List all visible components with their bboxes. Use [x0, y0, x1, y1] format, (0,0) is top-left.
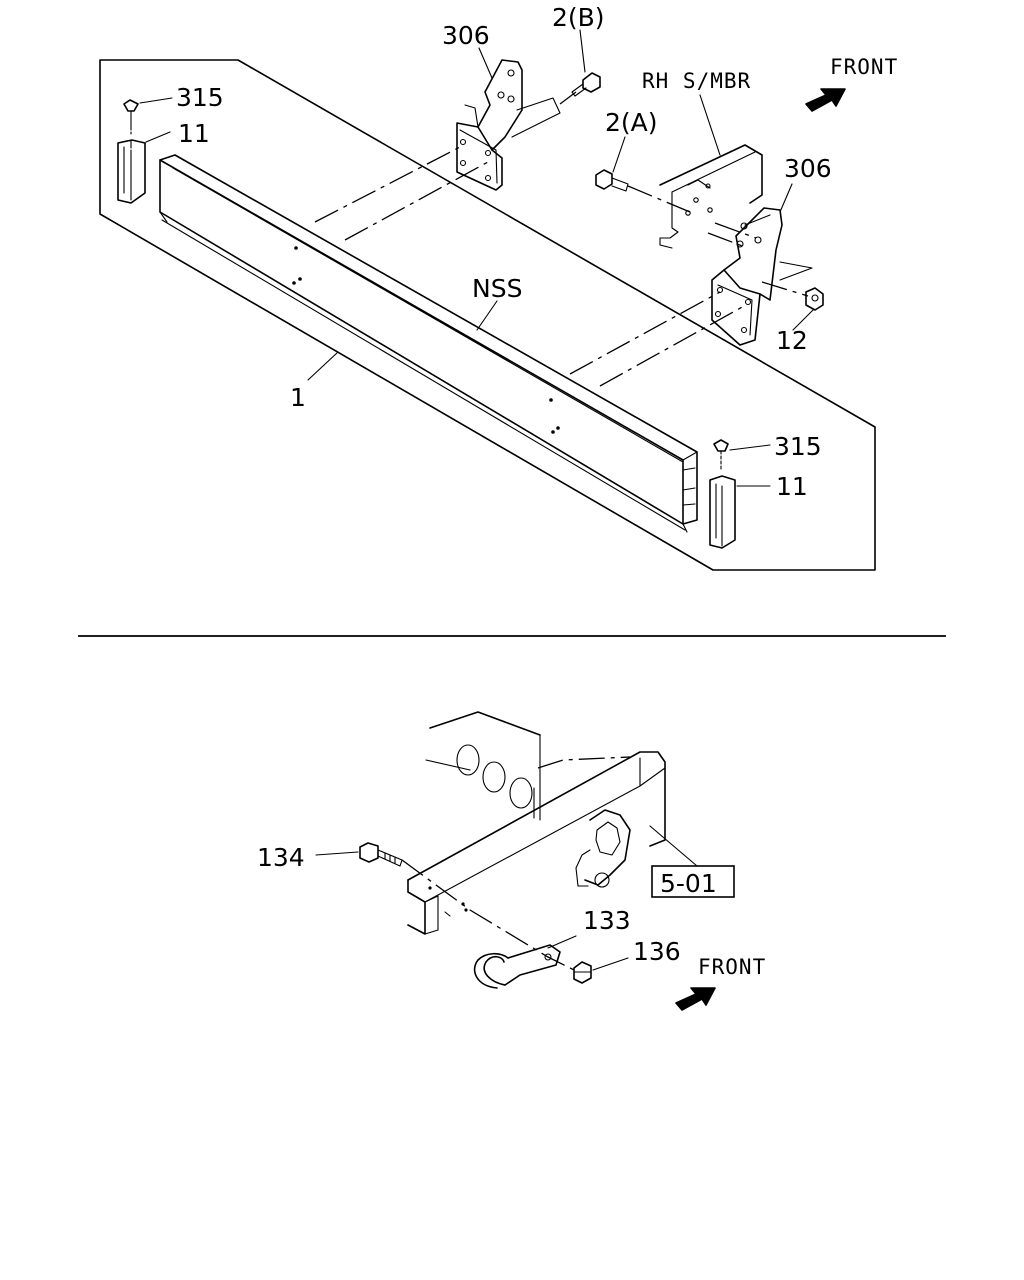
label-nut-136: 136	[633, 937, 681, 966]
label-nut: 12	[776, 326, 808, 355]
leader-ref-box	[649, 825, 698, 867]
leader-bracket-right	[779, 183, 793, 213]
crossmember	[159, 154, 698, 533]
label-bolt-b: 2(B)	[552, 3, 605, 32]
leader-clip-left	[139, 97, 173, 104]
leader-bracket-left	[478, 47, 493, 79]
label-pad-left: 11	[178, 119, 210, 148]
tow-hook-133	[473, 944, 561, 989]
label-bolt-134: 134	[257, 843, 305, 872]
label-front-bottom: FRONT	[698, 955, 766, 979]
rubber-pad-left	[117, 139, 146, 204]
rubber-pad-right	[709, 475, 736, 549]
top-diagram: 306 2(B) RH S/MBR FRONT 315 11 2(A) 306 …	[99, 3, 898, 571]
centerline-nut	[761, 281, 809, 297]
leader-bolt-a	[612, 136, 626, 173]
clip-right	[713, 439, 729, 471]
centerline-bracket-lower	[707, 232, 746, 248]
label-ref-box: 5-01	[660, 869, 717, 898]
centerline-left-upper	[314, 145, 463, 223]
bracket-left	[456, 59, 561, 191]
frame-rail	[425, 711, 631, 819]
nut-12	[805, 287, 824, 311]
label-bolt-a: 2(A)	[605, 108, 658, 137]
clip-left	[123, 99, 139, 136]
centerline-bolt-b	[559, 91, 577, 105]
nut-136	[573, 961, 592, 984]
bottom-diagram: 134 5-01 133 136 FRONT	[257, 711, 766, 1011]
bolt-134	[359, 842, 403, 867]
leader-bolt-b	[579, 29, 586, 73]
front-arrow-bottom-icon	[675, 987, 716, 1011]
label-bracket-left: 306	[442, 21, 490, 50]
leader-nut-136	[592, 957, 629, 971]
label-bracket-right: 306	[784, 154, 832, 183]
leader-pad-left	[145, 131, 171, 143]
group-boundary-frame	[99, 59, 876, 571]
leader-rh-member	[699, 94, 721, 156]
centerline-right-lower	[599, 305, 745, 387]
label-rh-member: RH S/MBR	[642, 69, 751, 93]
label-front-top: FRONT	[830, 55, 898, 79]
leader-nss	[476, 300, 498, 331]
label-nss: NSS	[472, 274, 522, 303]
centerline-left-lower	[344, 161, 489, 241]
bolt-2b	[571, 72, 601, 97]
rh-side-member	[659, 144, 763, 249]
leader-bolt-134	[315, 851, 359, 856]
reference-hook-assembly	[575, 809, 631, 888]
bolt-2a	[595, 169, 629, 192]
centerline-right-upper	[569, 291, 721, 375]
label-hook-133: 133	[583, 906, 631, 935]
leader-hook-133	[547, 935, 577, 949]
reference-box	[651, 865, 735, 898]
centerline-bolt-hook	[401, 859, 579, 973]
leader-crossmember	[307, 351, 339, 381]
label-pad-right: 11	[776, 472, 808, 501]
tow-cross-rail	[407, 734, 666, 935]
label-crossmember: 1	[290, 383, 306, 412]
centerline-bolt-a	[627, 185, 691, 213]
leader-clip-right	[729, 444, 771, 451]
leader-nut	[792, 308, 815, 331]
bracket-right	[711, 207, 813, 346]
label-clip-right: 315	[774, 432, 822, 461]
front-arrow-icon	[805, 88, 846, 112]
centerline-bracket-upper	[714, 222, 757, 239]
label-clip-left: 315	[176, 83, 224, 112]
